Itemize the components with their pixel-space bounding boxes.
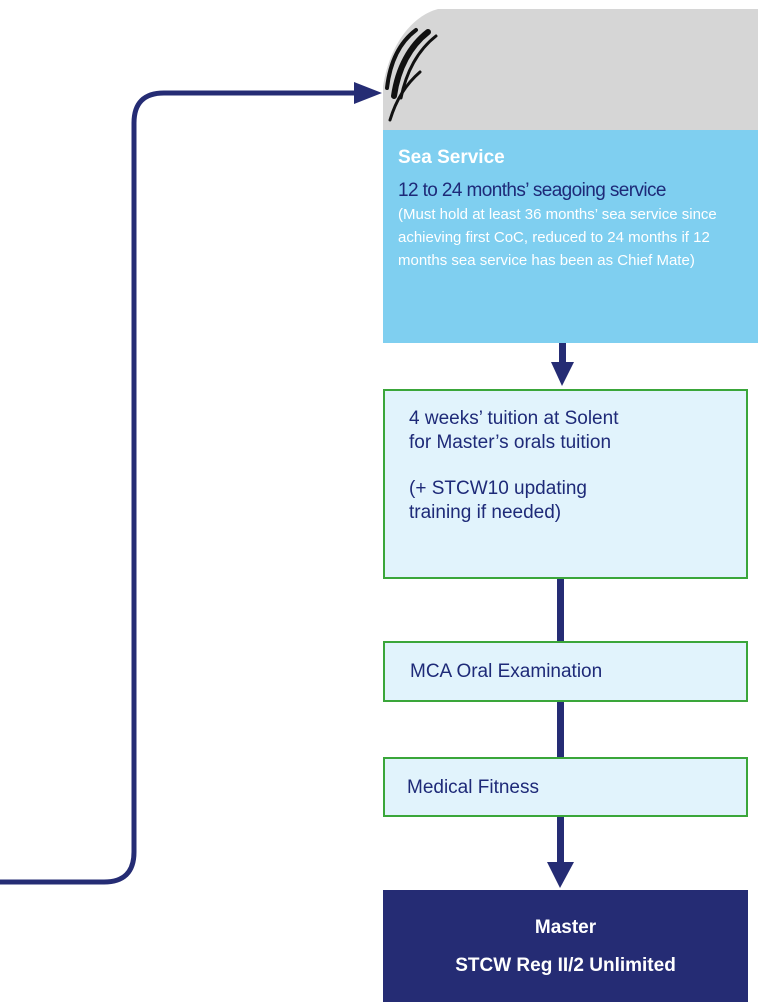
sea-service-note: (Must hold at least 36 months’ sea servi… bbox=[398, 206, 717, 269]
return-loop-connector bbox=[0, 90, 356, 885]
oral-exam-box: MCA Oral Examination bbox=[383, 641, 748, 702]
arrowhead-medical-to-master bbox=[547, 862, 574, 888]
tuition-spacer bbox=[409, 455, 732, 477]
master-box: Master STCW Reg II/2 Unlimited bbox=[383, 890, 748, 1002]
curl-stripe-2 bbox=[391, 29, 431, 99]
connector-tuition-to-oral bbox=[557, 579, 564, 641]
medical-fitness-box: Medical Fitness bbox=[383, 757, 748, 817]
curl-stripe-4 bbox=[388, 70, 422, 122]
return-loop-arrowhead bbox=[354, 82, 382, 104]
medical-fitness-label: Medical Fitness bbox=[407, 777, 539, 798]
curl-stripe-1 bbox=[385, 28, 418, 90]
tuition-line-2: for Master’s orals tuition bbox=[409, 432, 612, 453]
oral-exam-label: MCA Oral Examination bbox=[410, 661, 603, 682]
arrowhead-sea-to-tuition bbox=[551, 362, 574, 386]
sea-service-box: Sea Service 12 to 24 months’ seagoing se… bbox=[383, 130, 758, 343]
connector-sea-to-tuition bbox=[559, 343, 566, 365]
connector-medical-to-master bbox=[557, 817, 564, 865]
master-subtitle: STCW Reg II/2 Unlimited bbox=[455, 955, 676, 976]
tuition-box: 4 weeks’ tuition at Solent for Master’s … bbox=[383, 389, 748, 579]
tuition-line-3: (+ STCW10 updating bbox=[409, 478, 587, 499]
master-title: Master bbox=[534, 917, 597, 938]
sea-service-subtitle: 12 to 24 months’ seagoing service bbox=[398, 180, 666, 201]
sea-service-title: Sea Service bbox=[398, 147, 505, 168]
sea-service-tab bbox=[383, 9, 758, 130]
tuition-line-1: 4 weeks’ tuition at Solent bbox=[409, 408, 619, 429]
connector-oral-to-medical bbox=[557, 702, 564, 757]
tuition-line-4: training if needed) bbox=[409, 502, 562, 523]
